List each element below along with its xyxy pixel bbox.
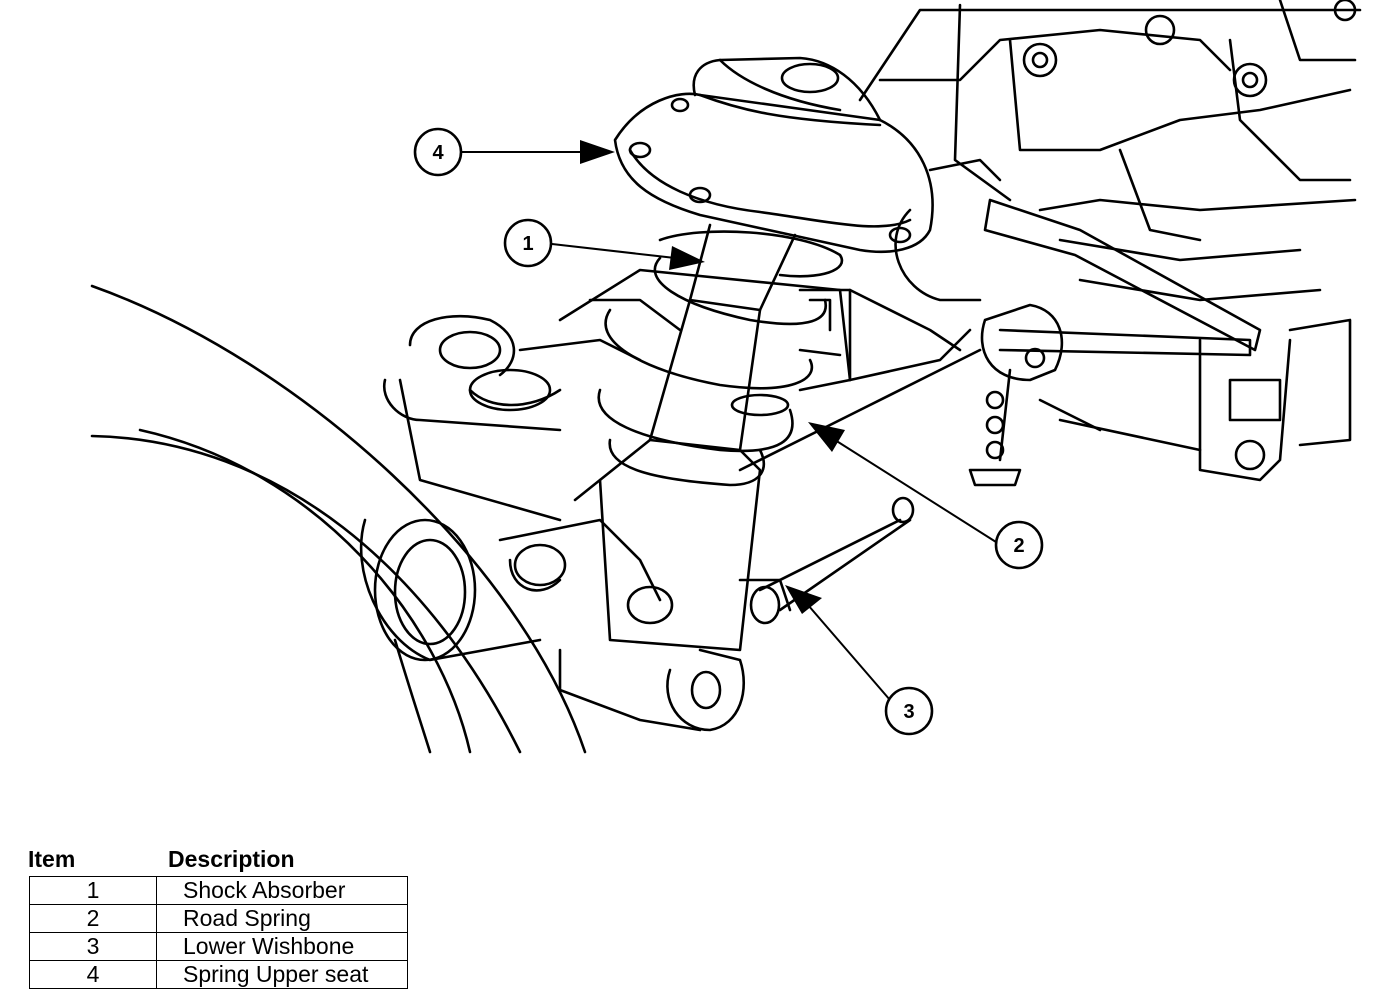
suspension-diagram: 4 1 2 3 bbox=[90, 0, 1362, 754]
callout-2-label: 2 bbox=[1013, 535, 1024, 557]
spring-upper-seat bbox=[613, 56, 934, 254]
legend-item-number: 2 bbox=[29, 904, 157, 933]
table-row: 3 Lower Wishbone bbox=[29, 932, 408, 961]
callout-4: 4 bbox=[413, 127, 463, 177]
legend-item-description: Road Spring bbox=[156, 904, 408, 933]
callout-2: 2 bbox=[994, 520, 1044, 570]
road-spring bbox=[597, 230, 844, 487]
legend-header-item: Item bbox=[28, 846, 76, 872]
legend-item-number: 3 bbox=[29, 932, 157, 961]
legend-header-description: Description bbox=[168, 846, 295, 872]
legend-header: Item Description bbox=[28, 846, 418, 874]
legend-item-description: Lower Wishbone bbox=[156, 932, 408, 961]
legend-item-description: Spring Upper seat bbox=[156, 960, 408, 989]
anti-roll-bar bbox=[968, 198, 1352, 487]
table-row: 4 Spring Upper seat bbox=[29, 960, 408, 989]
table-row: 1 Shock Absorber bbox=[29, 876, 408, 905]
callout-3: 3 bbox=[884, 686, 934, 736]
legend-table: 1 Shock Absorber 2 Road Spring 3 Lower W… bbox=[29, 876, 408, 989]
legend-item-description: Shock Absorber bbox=[156, 876, 408, 905]
callout-3-label: 3 bbox=[903, 701, 914, 723]
callout-4-label: 4 bbox=[432, 142, 444, 164]
wheel-arcs bbox=[90, 284, 587, 754]
subframe bbox=[858, 0, 1362, 302]
leader-lines bbox=[461, 140, 997, 701]
callout-1: 1 bbox=[503, 218, 553, 268]
table-row: 2 Road Spring bbox=[29, 904, 408, 933]
lower-wishbone bbox=[359, 268, 982, 732]
callout-1-label: 1 bbox=[522, 233, 533, 255]
legend-item-number: 1 bbox=[29, 876, 157, 905]
legend-item-number: 4 bbox=[29, 960, 157, 989]
